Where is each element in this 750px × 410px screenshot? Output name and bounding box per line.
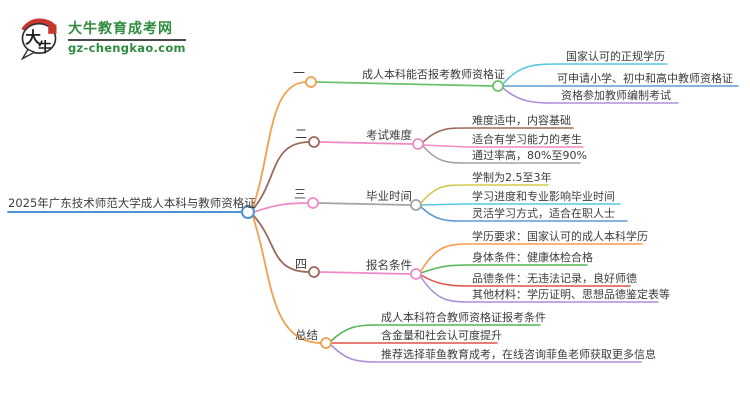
subtopic-label: 学历要求：国家认可的成人本科学历 xyxy=(472,230,648,243)
logo-divider xyxy=(68,38,186,41)
branch-2-topic-node xyxy=(412,138,424,150)
branch-3-child-1-connector xyxy=(420,184,549,204)
summary-index-label: 总结 xyxy=(295,328,318,342)
subtopic-label: 适合有学习能力的考生 xyxy=(472,133,582,146)
logo-char-1: 大 xyxy=(25,28,41,47)
branch-4-line xyxy=(318,271,412,275)
branch-4-child-2-connector xyxy=(420,264,588,274)
branch-1-child-1-connector xyxy=(502,63,668,85)
logo-title: 大牛教育成考网 xyxy=(68,20,173,37)
branch-4-child-1-connector xyxy=(420,243,643,272)
branch-1-line xyxy=(315,81,494,87)
branch-3-node xyxy=(307,197,319,209)
branch-2-child-2-connector xyxy=(422,144,584,148)
branch-curve-1 xyxy=(252,81,308,208)
branch-1-index-label: 一 xyxy=(293,66,306,80)
branch-curve-summary xyxy=(252,216,323,344)
branch-2-child-3-connector xyxy=(422,145,581,164)
branch-4-child-3-connector xyxy=(420,274,631,287)
branch-2-topic-label: 考试难度 xyxy=(366,128,412,142)
root-node xyxy=(241,205,255,219)
branch-3-child-2-connector xyxy=(420,203,621,206)
branch-4-topic-label: 报名条件 xyxy=(366,258,412,272)
branch-4-index-label: 四 xyxy=(295,257,308,271)
site-logo: 大 牛 大牛教育成考网 gz-chengkao.com xyxy=(16,14,186,61)
branch-3-topic-label: 毕业时间 xyxy=(366,189,412,203)
subtopic-label: 推荐选择菲鱼教育成考，在线咨询菲鱼老师获取更多信息 xyxy=(381,348,656,361)
subtopic-label: 难度适中，内容基础 xyxy=(472,114,571,127)
subtopic-label: 成人本科符合教师资格证报考条件 xyxy=(381,311,546,324)
subtopic-label: 资格参加教师编制考试 xyxy=(561,89,671,102)
branch-3-child-3-connector xyxy=(420,206,628,222)
branch-4-child-4-connector xyxy=(420,276,659,303)
branch-4-topic-node xyxy=(410,268,422,280)
subtopic-label: 学制为2.5至3年 xyxy=(472,171,552,184)
summary-node xyxy=(320,337,332,349)
subtopic-label: 含金量和社会认可度提升 xyxy=(381,329,502,342)
logo-bubble-tail xyxy=(20,48,36,61)
branch-curve-2 xyxy=(252,141,311,210)
branch-1-topic-label: 成人本科能否报考教师资格证 xyxy=(362,68,505,81)
branch-3-line xyxy=(317,202,412,206)
subtopic-label: 通过率高，80%至90% xyxy=(472,149,587,162)
subtopic-label: 品德条件：无违法记录，良好师德 xyxy=(472,272,637,285)
branch-3-index-label: 三 xyxy=(294,187,307,201)
logo-seal xyxy=(48,24,57,34)
branch-1-node xyxy=(305,76,317,88)
branch-1-child-3-connector xyxy=(502,87,679,104)
branch-curve-3 xyxy=(253,202,310,213)
subtopic-label: 身体条件：健康体检合格 xyxy=(472,251,593,264)
logo-domain: gz-chengkao.com xyxy=(68,40,186,55)
branch-3-topic-node xyxy=(410,199,422,211)
branch-2-child-1-connector xyxy=(422,127,574,143)
summary-child-1-connector xyxy=(330,324,541,342)
branch-2-node xyxy=(308,136,320,148)
subtopic-label: 灵活学习方式，适合在职人士 xyxy=(472,207,615,220)
branch-4-node xyxy=(308,266,320,278)
logo-char-2: 牛 xyxy=(38,39,52,56)
branch-2-index-label: 二 xyxy=(295,127,308,141)
root-topic-label: 2025年广东技术师范大学成人本科与教师资格证 xyxy=(8,196,256,210)
subtopic-label: 其他材料：学历证明、思想品德鉴定表等 xyxy=(472,288,670,301)
branch-1-topic-node xyxy=(492,80,504,92)
logo-bull-icon: 大 牛 xyxy=(20,18,57,61)
logo-bubble xyxy=(21,22,57,54)
branch-2-line xyxy=(318,141,414,145)
branch-curve-4 xyxy=(252,214,311,273)
subtopic-label: 国家认可的正规学历 xyxy=(566,50,665,63)
summary-child-3-connector xyxy=(330,344,642,363)
subtopic-label: 可申请小学、初中和高中教师资格证 xyxy=(557,72,733,85)
subtopic-label: 学习进度和专业影响毕业时间 xyxy=(472,190,615,203)
